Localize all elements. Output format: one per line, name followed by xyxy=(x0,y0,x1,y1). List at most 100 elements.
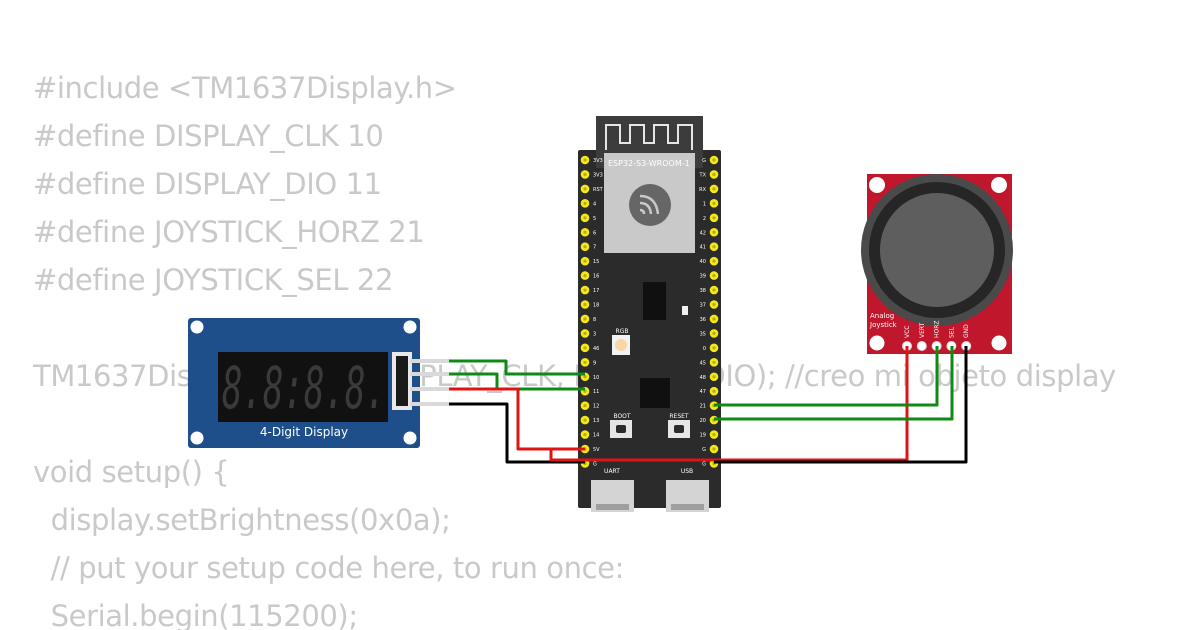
reset-button-cap xyxy=(674,425,684,433)
esp32-pin-hole xyxy=(712,230,716,234)
code-line: // put your setup code here, to run once… xyxy=(33,551,625,585)
code-line: display.setBrightness(0x0a); xyxy=(33,503,451,537)
esp32-pin-hole xyxy=(712,274,716,278)
esp32-pin-hole xyxy=(583,375,587,379)
esp32-pin-label: TX xyxy=(699,172,707,178)
wiring xyxy=(449,346,968,464)
esp32-pin-hole xyxy=(583,418,587,422)
esp32-pin-hole xyxy=(712,331,716,335)
uart-label: UART xyxy=(604,468,620,475)
esp32-pin-hole xyxy=(583,346,587,350)
esp32-pin-hole xyxy=(712,172,716,177)
joystick-label-line1: Analog xyxy=(870,312,894,320)
esp32-pin-label: 21 xyxy=(700,404,706,410)
esp32-pin-label: 20 xyxy=(700,418,706,424)
code-line: #define DISPLAY_CLK 10 xyxy=(33,119,384,153)
esp32-pin-label: 3 xyxy=(593,331,596,337)
esp32-pin-hole xyxy=(583,432,587,437)
esp32-pin-hole xyxy=(583,230,587,234)
usb-uart-chip xyxy=(643,282,666,320)
esp32-pin-hole xyxy=(712,187,716,191)
rgb-label: RGB xyxy=(616,328,629,335)
esp32-pin-hole xyxy=(583,245,587,249)
wire-joystick-horz[interactable] xyxy=(714,346,939,407)
esp32-pin-label: 38 xyxy=(700,288,706,294)
reset-label: RESET xyxy=(669,413,689,420)
esp32-pin-label: 39 xyxy=(700,274,706,280)
esp32-pin-hole xyxy=(712,288,716,292)
esp32-pin-hole xyxy=(583,317,587,321)
regulator-chip xyxy=(640,378,670,408)
mounting-hole xyxy=(991,177,1007,193)
esp32-pin-label: G xyxy=(702,461,706,467)
joystick-pin-label: VCC xyxy=(904,326,911,338)
esp32-pin-hole xyxy=(583,187,587,191)
usb-label: USB xyxy=(681,468,693,475)
joystick-pin-label: HORZ xyxy=(934,320,941,338)
esp32-pin-label: 17 xyxy=(593,288,599,294)
tm1637-display-module[interactable]: 8.8:8.8. 4-Digit Display xyxy=(188,318,449,448)
esp32-pin-label: 11 xyxy=(593,389,599,395)
code-line: #define DISPLAY_DIO 11 xyxy=(33,167,382,201)
esp32-pin-hole xyxy=(712,346,716,350)
esp32-s3-devkit[interactable]: ESP32-S3-WROOM-1 RGB BOOT RESET UART USB… xyxy=(578,116,721,512)
esp32-pin-label: 2 xyxy=(703,216,706,222)
esp32-pin-label: G xyxy=(702,158,706,164)
esp32-pin-label: 3V3 xyxy=(593,172,603,178)
joystick-pin[interactable] xyxy=(916,341,927,351)
esp32-pin-label: G xyxy=(702,447,706,453)
esp32-pin-label: 36 xyxy=(700,317,706,323)
esp32-pin-hole xyxy=(712,447,716,451)
wire-joystick-vcc[interactable] xyxy=(549,346,909,462)
esp32-pin-hole xyxy=(712,360,716,364)
esp32-pin-label: 14 xyxy=(593,433,599,439)
smd-led xyxy=(682,306,688,315)
esp32-pin-label: 1 xyxy=(703,201,706,207)
mounting-hole xyxy=(869,177,885,193)
joystick-pin-label: VERT xyxy=(919,322,926,338)
esp32-pin-label: 12 xyxy=(593,404,599,410)
code-line: #define JOYSTICK_SEL 22 xyxy=(33,263,394,297)
esp32-pin-label: 4 xyxy=(593,201,596,207)
esp32-pin-hole xyxy=(583,158,587,162)
esp32-pin-label: 6 xyxy=(593,230,596,236)
esp32-pin-label: 42 xyxy=(700,230,706,236)
code-line: void setup() { xyxy=(33,455,230,489)
esp32-pin-hole xyxy=(583,274,587,278)
esp32-pin-headers: 3V33V3RST4567151617188346910111213145VGG… xyxy=(580,155,719,468)
esp32-pin-hole xyxy=(583,404,587,408)
esp32-pin-label: 7 xyxy=(593,245,596,251)
display-label: 4-Digit Display xyxy=(260,425,348,439)
native-usb-port-mouth xyxy=(671,504,704,510)
esp32-pin-hole xyxy=(583,201,587,205)
esp32-pin-hole xyxy=(583,259,587,263)
esp32-pin-label: RX xyxy=(699,187,706,193)
esp32-pin-label: 46 xyxy=(593,346,599,352)
mounting-hole xyxy=(869,335,885,351)
esp32-pin-label: 40 xyxy=(700,259,706,265)
esp32-pin-label: 35 xyxy=(700,331,706,337)
esp32-pin-label: 19 xyxy=(700,433,706,439)
wire-joystick-gnd[interactable] xyxy=(714,346,968,464)
wire-joystick-sel[interactable] xyxy=(714,346,954,421)
esp32-pin-label: 37 xyxy=(700,303,706,309)
wire-display-vcc[interactable] xyxy=(449,387,585,451)
joystick-knob[interactable] xyxy=(880,193,994,307)
esp32-pin-hole xyxy=(583,302,587,307)
wire-display-dio[interactable] xyxy=(449,372,585,391)
esp32-pin-hole xyxy=(712,259,716,263)
esp32-pin-hole xyxy=(712,432,716,437)
code-line: Serial.begin(115200); xyxy=(33,599,358,630)
esp32-pin-hole xyxy=(712,216,716,220)
code-line: #define JOYSTICK_HORZ 21 xyxy=(33,215,425,249)
esp32-pin-label: RST xyxy=(593,187,604,193)
esp32-pin-hole xyxy=(712,201,716,205)
wire-display-gnd[interactable] xyxy=(449,402,585,464)
wire-display-clk[interactable] xyxy=(449,359,585,376)
esp32-pin-label: 5 xyxy=(593,216,596,222)
mounting-hole xyxy=(190,431,204,445)
joystick-pin-label: GND xyxy=(963,324,970,338)
mounting-hole xyxy=(190,320,204,334)
